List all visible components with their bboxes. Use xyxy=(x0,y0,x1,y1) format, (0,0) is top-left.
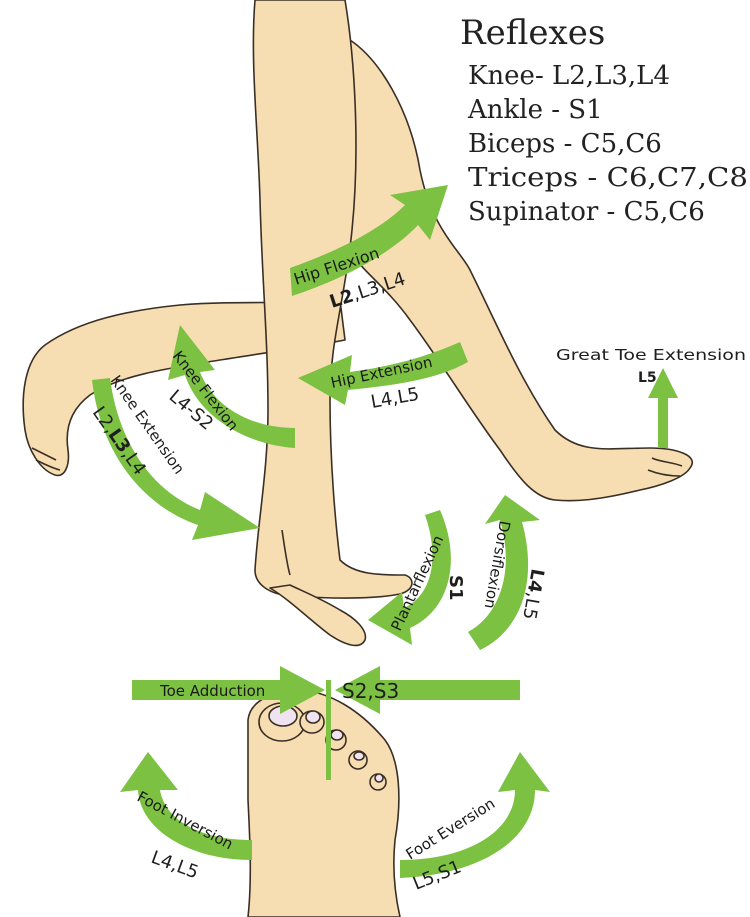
foot-top-view xyxy=(248,690,400,917)
midline-bar xyxy=(326,680,331,780)
foot-inversion-roots: L4,L5 xyxy=(148,847,201,883)
reflex-item: Supinator - C5,C6 xyxy=(468,197,705,227)
great-toe-extension-label: Great Toe Extension L5 xyxy=(556,346,746,386)
hip-extension-roots: L4,L5 xyxy=(369,384,421,413)
great-toe-extension-name: Great Toe Extension xyxy=(556,346,746,364)
reflex-item: Triceps - C6,C7,C8 xyxy=(468,163,748,193)
toe-adduction-roots: S2,S3 xyxy=(342,679,399,703)
reflex-item: Biceps - C5,C6 xyxy=(468,129,662,159)
reflex-item: Knee- L2,L3,L4 xyxy=(468,61,670,91)
great-toe-extension-roots: L5 xyxy=(638,370,657,386)
reflexes-panel: Reflexes Knee- L2,L3,L4 Ankle - S1 Bicep… xyxy=(460,13,748,227)
reflex-item: Ankle - S1 xyxy=(467,95,603,125)
toe-adduction-name: Toe Adduction xyxy=(159,682,265,700)
plantarflexion-roots: S1 xyxy=(445,575,466,601)
reflexes-title: Reflexes xyxy=(460,13,605,53)
